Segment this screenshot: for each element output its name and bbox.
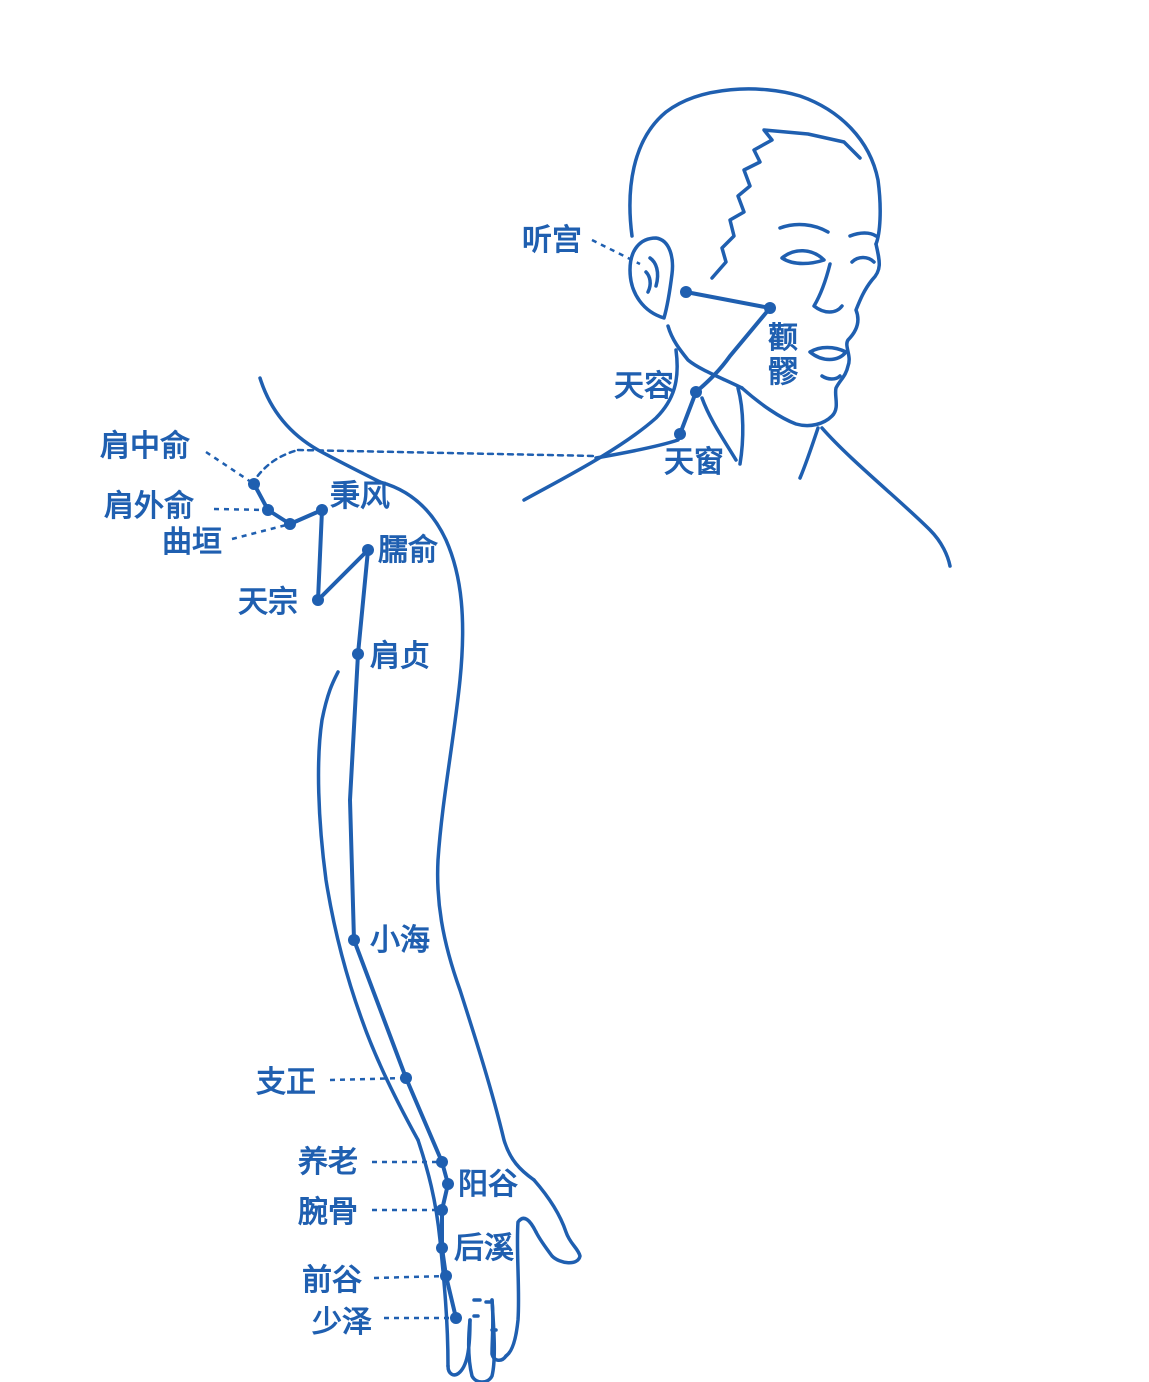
label-zhi-zheng: 支正 — [256, 1065, 316, 1100]
leader-zhi-zheng — [329, 1076, 407, 1082]
acupoint-dot-shao-ze — [450, 1312, 462, 1324]
body-outline — [258, 376, 582, 1382]
acupoint-dot-qu-yuan — [284, 518, 296, 530]
inner-arm — [316, 670, 420, 1142]
eyebrow-right — [848, 231, 878, 238]
label-yang-gu: 阳谷 — [458, 1167, 518, 1202]
label-tian-zong: 天宗 — [238, 585, 298, 620]
neck-dashed-line — [296, 448, 598, 458]
acupoint-dot-zhi-zheng — [400, 1072, 412, 1084]
acupoint-dot-tian-rong — [690, 386, 702, 398]
eyebrow-left — [778, 222, 830, 234]
acupoint-dot-hou-xi — [436, 1242, 448, 1254]
acupoint-dot-yang-gu — [442, 1178, 454, 1190]
label-qian-gu: 前谷 — [302, 1263, 362, 1298]
skull-outline — [628, 87, 882, 246]
outer-arm — [378, 480, 536, 1182]
acupoint-dot-ting-gong — [680, 286, 692, 298]
label-shao-ze: 少泽 — [312, 1305, 372, 1340]
neck-front — [736, 386, 745, 466]
knuckle-2 — [472, 1314, 498, 1332]
label-bing-feng: 秉风 — [330, 479, 390, 514]
chest-line — [820, 426, 952, 568]
label-xiao-hai: 小海 — [370, 923, 430, 958]
finger-2 — [466, 1298, 497, 1382]
finger-3 — [446, 1318, 472, 1377]
leader-qu-yuan — [231, 522, 291, 541]
acupoint-dot-wan-gu — [436, 1204, 448, 1216]
chin-underline — [798, 426, 820, 480]
acupoint-dot-quan-liao — [764, 302, 776, 314]
acupoint-dot-bing-feng — [316, 504, 328, 516]
hidden-lines — [250, 448, 598, 486]
label-quan-liao-2: 髎 — [768, 355, 799, 390]
acupoint-dot-xiao-hai — [348, 934, 360, 946]
label-qu-yuan: 曲垣 — [162, 525, 222, 560]
label-ting-gong: 听宫 — [522, 223, 582, 258]
nose — [812, 262, 844, 314]
jaw-line — [666, 324, 744, 390]
acupoint-dot-nao-shu — [362, 544, 374, 556]
label-wan-gu: 腕骨 — [298, 1195, 358, 1230]
sternocleido — [700, 396, 738, 462]
acupoint-dots — [248, 286, 776, 1324]
neck-left — [258, 376, 382, 484]
label-tian-chuang: 天窗 — [664, 445, 724, 480]
acupoint-dot-tian-chuang — [674, 428, 686, 440]
label-nao-shu: 臑俞 — [378, 533, 439, 568]
label-yang-lao: 养老 — [298, 1145, 358, 1180]
ear-outline — [628, 236, 675, 320]
leader-lines — [205, 238, 641, 1320]
label-tian-rong: 天容 — [614, 369, 674, 404]
knuckle-1 — [472, 1298, 494, 1304]
leader-ting-gong — [591, 238, 641, 266]
label-hou-xi: 后溪 — [454, 1231, 515, 1266]
neck-back — [522, 348, 679, 502]
eye-right — [850, 255, 876, 264]
leader-jian-wai-shu — [213, 507, 269, 512]
shoulder-dashed-curve — [250, 448, 300, 486]
label-quan-liao-1: 颧 — [768, 321, 798, 356]
label-jian-wai-shu: 肩外俞 — [104, 489, 195, 524]
meridian-arm — [252, 482, 458, 1320]
leader-qian-gu — [373, 1274, 447, 1280]
chin-crease — [820, 374, 842, 381]
ear-inner — [644, 256, 660, 294]
acupoint-dot-yang-lao — [436, 1156, 448, 1168]
leader-jian-zhong-shu — [205, 450, 255, 486]
face-profile — [740, 242, 881, 428]
eye-left — [780, 249, 826, 266]
clavicle — [594, 438, 680, 460]
label-jian-zhen: 肩贞 — [370, 639, 430, 674]
mouth — [808, 345, 848, 362]
acupoint-dot-qian-gu — [440, 1270, 452, 1282]
thumb — [504, 1216, 538, 1358]
labels: 听宫 颧 髎 天容 天窗 肩中俞 肩外俞 曲垣 秉风 臑俞 天宗 肩贞 小海 支… — [100, 223, 799, 1340]
head-outline — [522, 87, 952, 568]
acupoint-dot-jian-zhen — [352, 648, 364, 660]
label-jian-zhong-shu: 肩中俞 — [100, 429, 191, 464]
hand-back — [532, 1178, 582, 1265]
hairline — [710, 128, 862, 280]
acupoint-dot-tian-zong — [312, 594, 324, 606]
acupoint-dot-jian-zhong-shu — [248, 478, 260, 490]
acupoint-dot-jian-wai-shu — [262, 504, 274, 516]
